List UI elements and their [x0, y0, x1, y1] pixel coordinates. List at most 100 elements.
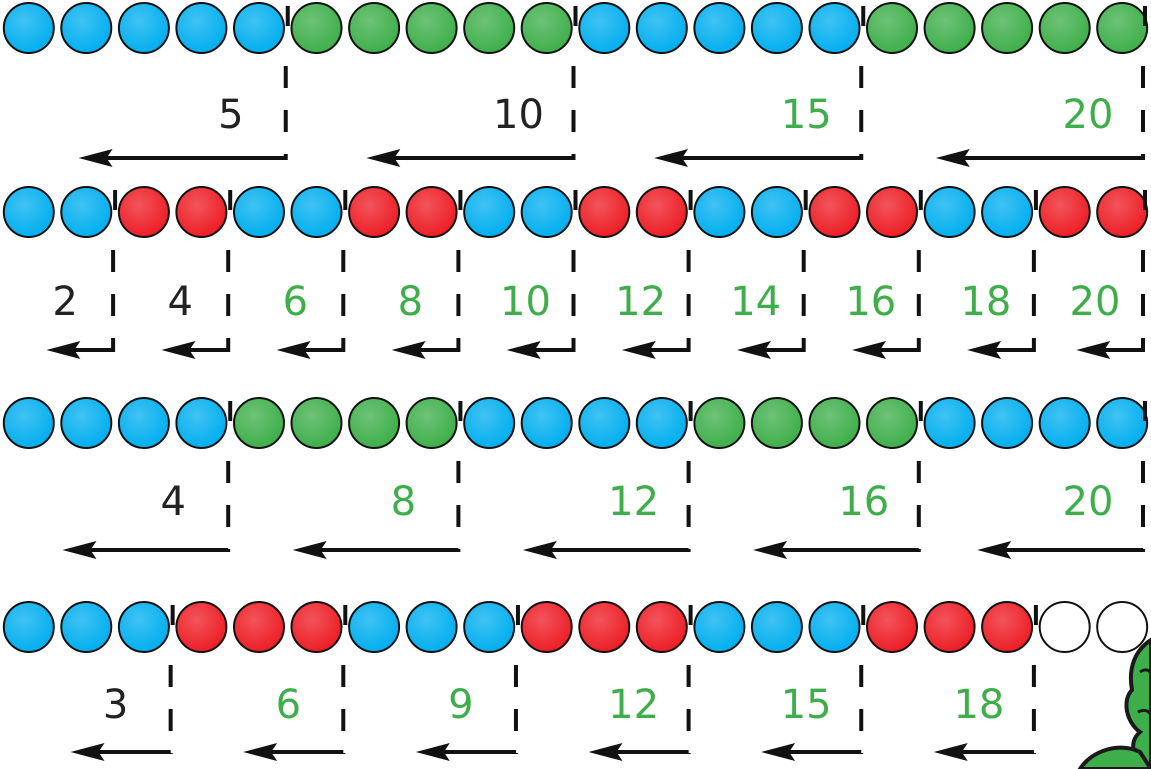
count-label: 12	[608, 479, 659, 525]
dot-shine	[868, 603, 916, 651]
count-label: 15	[781, 682, 832, 728]
count-label: 10	[493, 92, 544, 138]
dot-shine	[235, 4, 283, 52]
dot-shine	[408, 603, 456, 651]
dot-shine	[465, 4, 513, 52]
count-label: 4	[167, 279, 192, 325]
dot-shine	[926, 4, 974, 52]
dot-shine	[1098, 188, 1146, 236]
count-label: 16	[838, 479, 889, 525]
dot-shine	[465, 603, 513, 651]
dot-shine	[5, 603, 53, 651]
dot-shine	[811, 399, 859, 447]
dot-shine	[753, 603, 801, 651]
dot-shine	[120, 188, 168, 236]
dot-shine	[868, 4, 916, 52]
dot-shine	[177, 603, 225, 651]
frog-character-illustration	[1080, 640, 1151, 769]
dot-shine	[983, 4, 1031, 52]
count-label: 4	[160, 479, 185, 525]
count-label: 16	[845, 279, 896, 325]
dot-shine	[1041, 399, 1089, 447]
dot-shine	[408, 188, 456, 236]
dot-shine	[465, 188, 513, 236]
dot-shine	[120, 399, 168, 447]
dot-shine	[350, 603, 398, 651]
dot-shine	[638, 603, 686, 651]
dot-shine	[753, 399, 801, 447]
dot-shine	[638, 4, 686, 52]
count-label: 12	[615, 279, 666, 325]
dot-shine	[350, 399, 398, 447]
dot-shine	[523, 4, 571, 52]
dot-shine	[1041, 188, 1089, 236]
dot-shine	[753, 188, 801, 236]
dot-shine	[638, 399, 686, 447]
dot-empty	[1040, 602, 1090, 652]
count-label: 14	[730, 279, 781, 325]
row-count-by-4: 4 8 12 16 20	[4, 398, 1147, 559]
count-label: 20	[1063, 479, 1114, 525]
dot-shine	[235, 399, 283, 447]
dot-shine	[983, 603, 1031, 651]
dot-shine	[62, 188, 110, 236]
dot-shine	[580, 188, 628, 236]
count-label: 20	[1070, 279, 1121, 325]
count-label: 8	[391, 479, 416, 525]
dot-shine	[235, 603, 283, 651]
dot-shine	[926, 603, 974, 651]
dot-shine	[580, 603, 628, 651]
dot-shine	[1041, 4, 1089, 52]
dot-shine	[465, 399, 513, 447]
dot-shine	[408, 399, 456, 447]
dot-shine	[983, 399, 1031, 447]
count-label: 10	[500, 279, 551, 325]
dot-shine	[5, 188, 53, 236]
dot-shine	[523, 399, 571, 447]
dot-shine	[293, 399, 341, 447]
dot-shine	[62, 4, 110, 52]
count-label: 18	[953, 682, 1004, 728]
count-label: 2	[52, 279, 77, 325]
count-label: 3	[103, 682, 128, 728]
dot-shine	[235, 188, 283, 236]
dot-shine	[695, 188, 743, 236]
dot-shine	[868, 188, 916, 236]
dot-shine	[753, 4, 801, 52]
dot-shine	[293, 4, 341, 52]
count-label: 8	[398, 279, 423, 325]
dot-shine	[580, 399, 628, 447]
dot-shine	[408, 4, 456, 52]
count-label: 6	[276, 682, 301, 728]
count-label: 6	[283, 279, 308, 325]
dot-empty	[1097, 602, 1147, 652]
dot-shine	[120, 4, 168, 52]
dot-shine	[350, 4, 398, 52]
dot-shine	[811, 603, 859, 651]
count-label: 5	[218, 92, 243, 138]
count-label: 12	[608, 682, 659, 728]
dot-shine	[983, 188, 1031, 236]
dot-shine	[293, 603, 341, 651]
dot-shine	[350, 188, 398, 236]
dot-shine	[1098, 4, 1146, 52]
dot-shine	[177, 4, 225, 52]
dot-shine	[523, 188, 571, 236]
dot-shine	[120, 603, 168, 651]
count-label: 20	[1063, 92, 1114, 138]
dot-shine	[926, 399, 974, 447]
dot-shine	[811, 188, 859, 236]
dot-shine	[868, 399, 916, 447]
dot-shine	[695, 4, 743, 52]
dot-shine	[5, 399, 53, 447]
dot-shine	[695, 603, 743, 651]
dot-shine	[580, 4, 628, 52]
dot-shine	[177, 188, 225, 236]
dot-shine	[926, 188, 974, 236]
dot-shine	[62, 399, 110, 447]
dot-shine	[1098, 399, 1146, 447]
